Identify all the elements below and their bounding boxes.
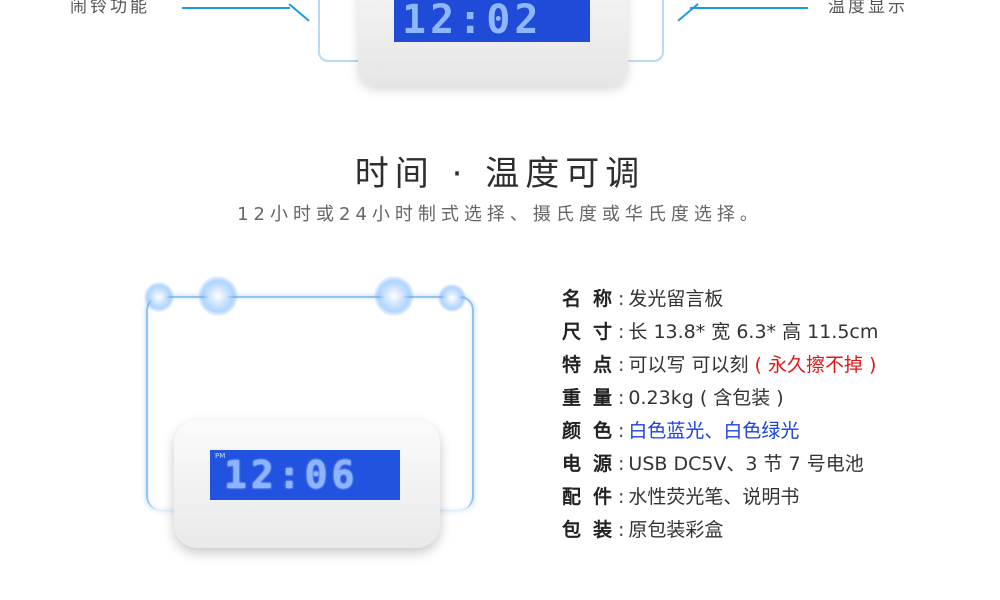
- product-clock-image: PM 12:06: [174, 420, 440, 548]
- spec-value: 可以写 可以刻: [628, 354, 749, 376]
- spec-label: 尺寸: [562, 321, 625, 343]
- spec-row-color: 颜色:白色蓝光、白色绿光: [562, 420, 800, 442]
- spec-label: 颜色: [562, 420, 625, 442]
- callout-line-right: [690, 7, 808, 9]
- spec-row-weight: 重量:0.23kg ( 含包装 ): [562, 387, 784, 409]
- spec-label: 特点: [562, 354, 625, 376]
- clock-lcd-screen: PM 12:06: [210, 450, 400, 500]
- spec-list: 名称:发光留言板 尺寸:长 13.8* 宽 6.3* 高 11.5cm 特点:可…: [562, 286, 878, 550]
- section-title: 时间 · 温度可调: [354, 154, 646, 194]
- led-glow-3: [374, 276, 414, 316]
- spec-label: 电源: [562, 453, 625, 475]
- spec-value: 发光留言板: [628, 288, 724, 310]
- spec-row-power: 电源:USB DC5V、3 节 7 号电池: [562, 453, 864, 475]
- spec-label: 重量: [562, 387, 625, 409]
- spec-label: 包装: [562, 519, 625, 541]
- spec-note-permanent: ( 永久擦不掉 ): [754, 354, 877, 376]
- spec-row-name: 名称:发光留言板: [562, 288, 724, 310]
- spec-label: 名称: [562, 288, 625, 310]
- spec-label: 配件: [562, 486, 625, 508]
- spec-value: 白色蓝光、白色绿光: [628, 420, 800, 442]
- top-message-board-frame-right: [628, 0, 664, 62]
- spec-row-packaging: 包装:原包装彩盒: [562, 519, 724, 541]
- top-clock-screen: 12:02: [394, 0, 590, 42]
- section-subtitle: 12小时或24小时制式选择、摄氏度或华氏度选择。: [237, 204, 763, 225]
- callout-diagonal-right: [677, 3, 699, 22]
- spec-value: 水性荧光笔、说明书: [628, 486, 800, 508]
- alarm-function-label: 闹铃功能: [70, 0, 150, 17]
- callout-diagonal-left: [288, 3, 310, 22]
- spec-row-size: 尺寸:长 13.8* 宽 6.3* 高 11.5cm: [562, 321, 879, 343]
- spec-value: 原包装彩盒: [628, 519, 724, 541]
- led-glow-2: [198, 276, 238, 316]
- top-clock-image: 12:02: [358, 0, 628, 86]
- led-glow-4: [438, 284, 466, 312]
- callout-line-left: [182, 7, 290, 9]
- led-glow-1: [144, 282, 174, 312]
- spec-row-accessories: 配件:水性荧光笔、说明书: [562, 486, 800, 508]
- message-board-frame: [146, 296, 474, 510]
- spec-row-features: 特点:可以写 可以刻 ( 永久擦不掉 ): [562, 354, 877, 376]
- top-message-board-frame-left: [318, 0, 360, 62]
- spec-value: USB DC5V、3 节 7 号电池: [628, 453, 864, 475]
- top-clock-digits: 12:02: [402, 0, 543, 43]
- temperature-display-label: 温度显示: [828, 0, 908, 17]
- clock-pm-indicator: PM: [215, 452, 226, 460]
- spec-value: 0.23kg ( 含包装 ): [628, 387, 784, 409]
- clock-digits: 12:06: [224, 453, 359, 497]
- spec-value: 长 13.8* 宽 6.3* 高 11.5cm: [628, 321, 879, 343]
